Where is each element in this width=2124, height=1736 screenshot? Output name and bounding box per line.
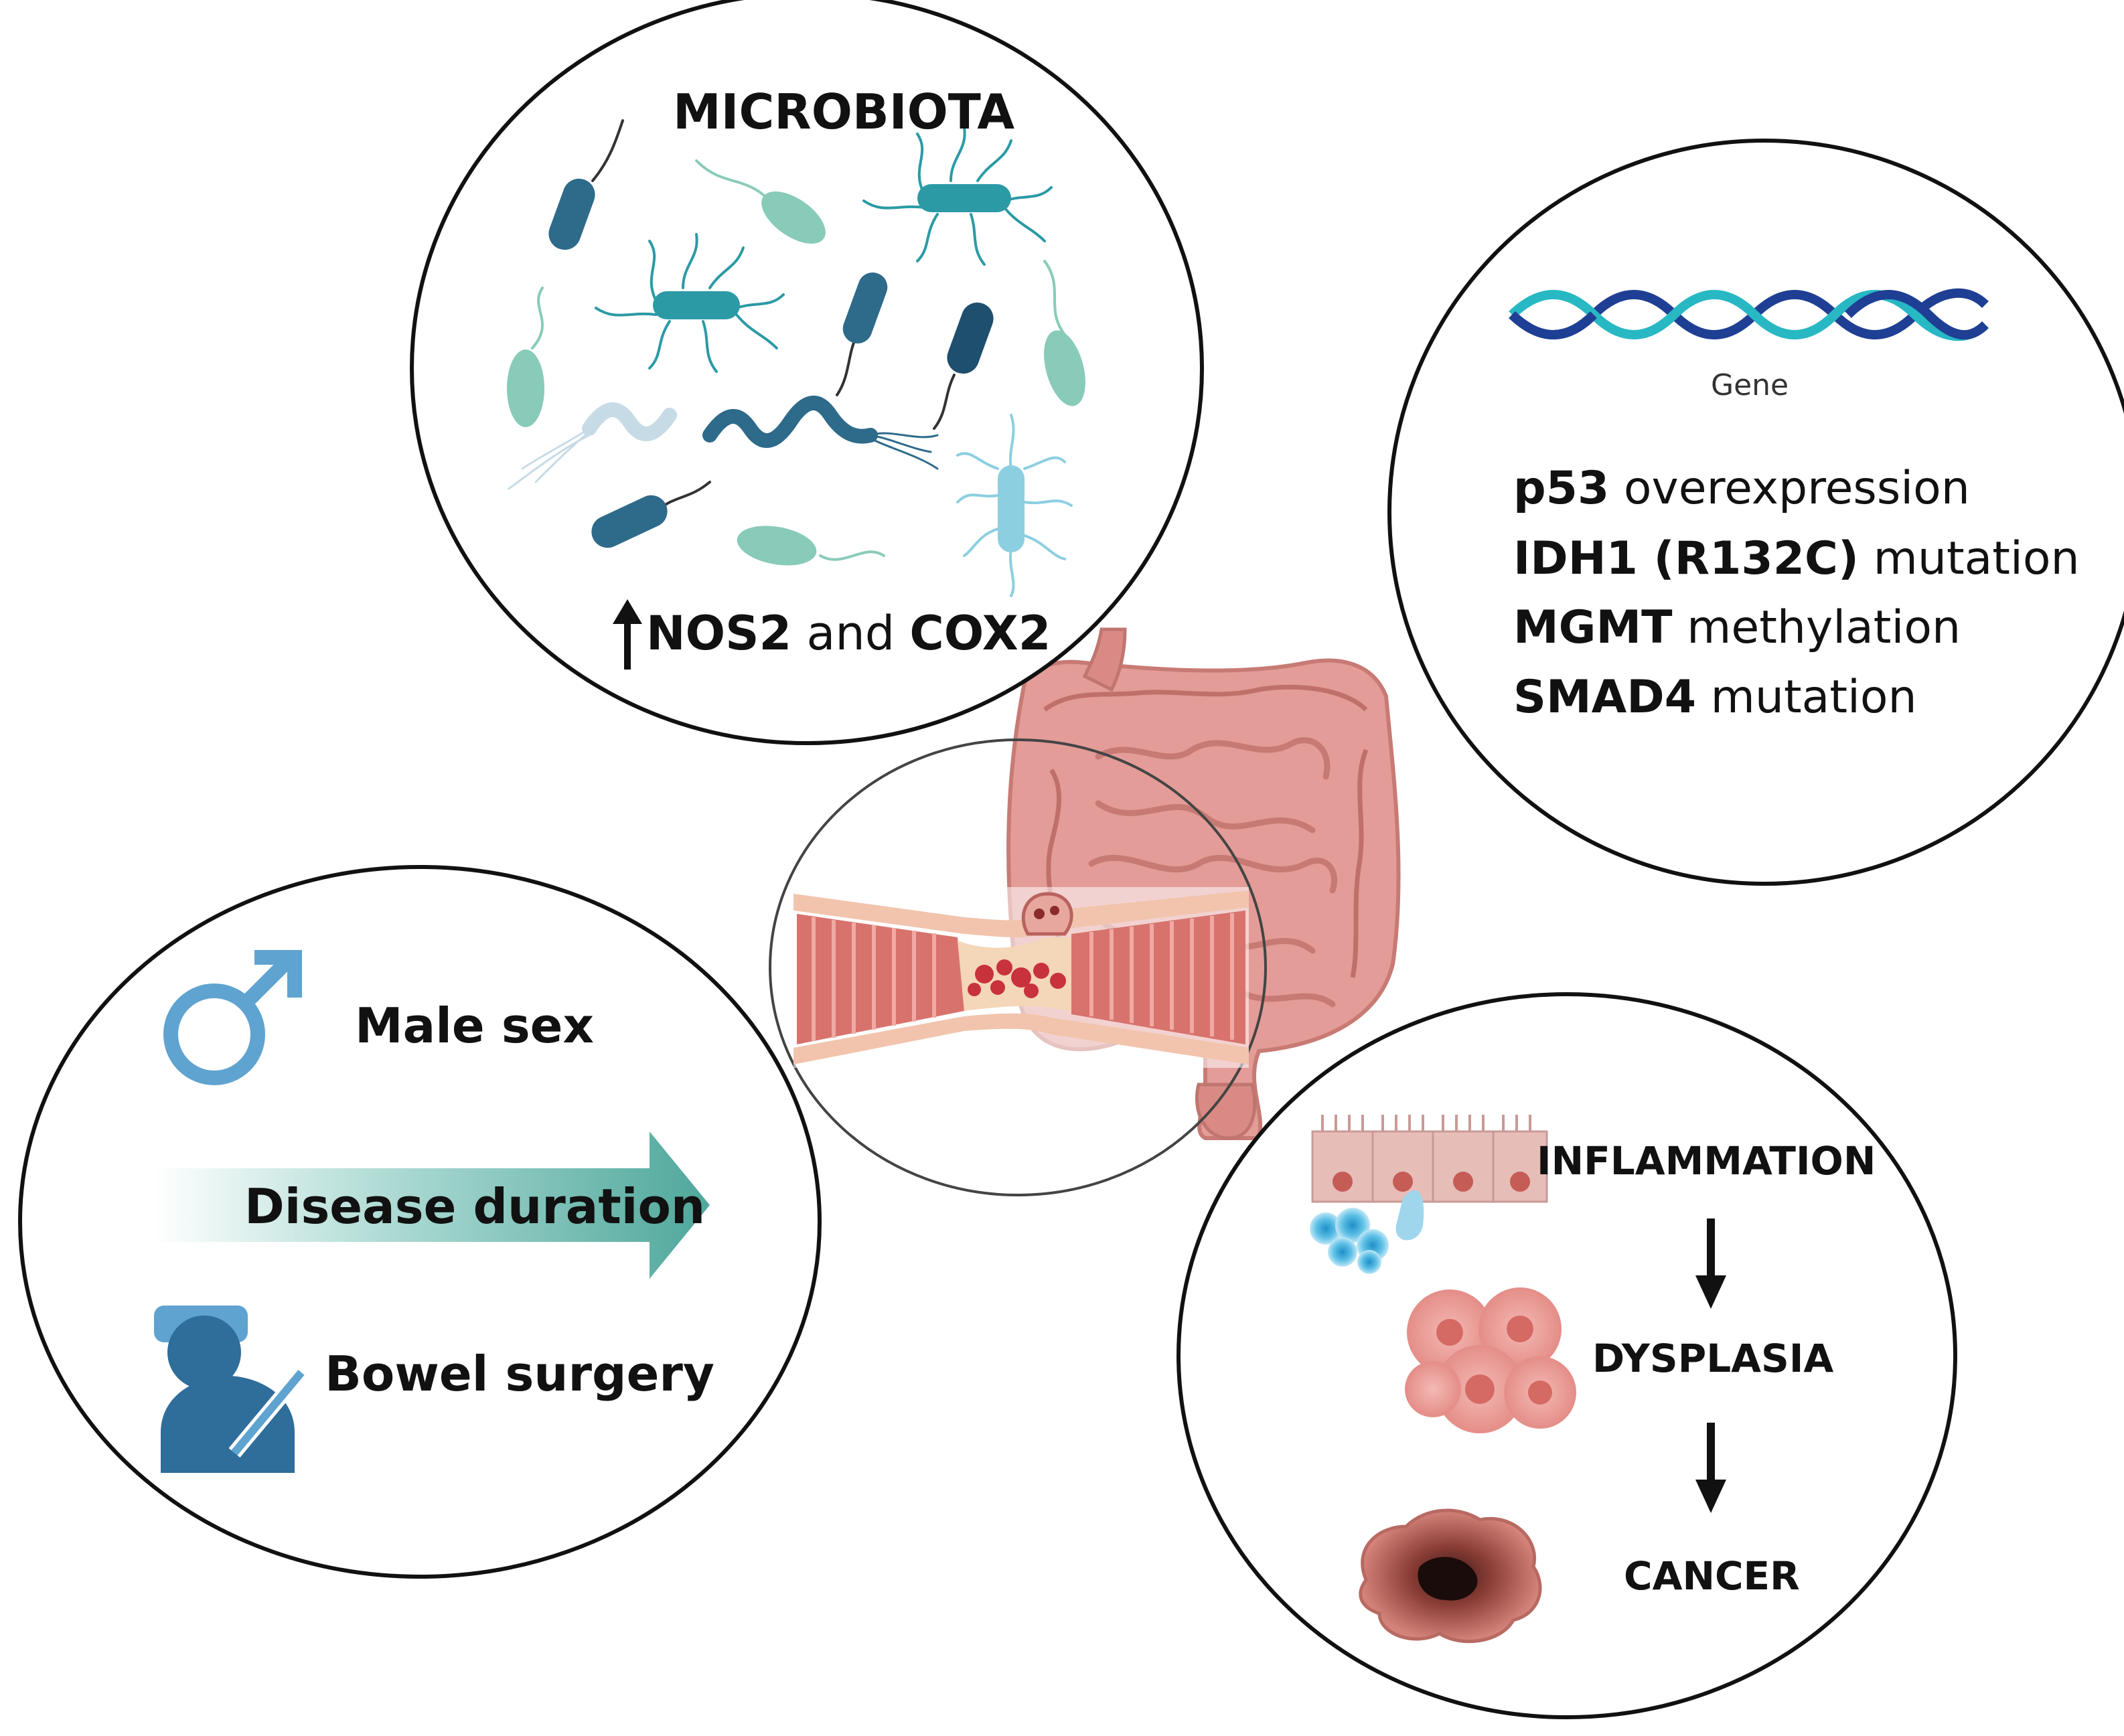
bacteria-cluster [507, 119, 1085, 597]
step-cancer: CANCER [1624, 1553, 1800, 1599]
microbiota-effect: NOS2 and COX2 [646, 606, 1051, 661]
tumor-icon [1359, 1508, 1542, 1644]
microbiota-circle [410, 0, 1204, 745]
dna-caption: Gene [1711, 368, 1789, 402]
up-arrow-icon [613, 599, 642, 669]
dna-icon [1509, 288, 1989, 341]
gene-line-idh1: IDH1 (R132C) mutation [1513, 532, 2080, 585]
gene-line-p53: p53 overexpression [1513, 462, 1970, 515]
surgeon-icon [154, 1306, 307, 1473]
gene-line-smad4: SMAD4 mutation [1513, 671, 1917, 724]
step-inflammation: INFLAMMATION [1537, 1138, 1876, 1184]
male-symbol-icon [163, 950, 302, 1085]
disease-duration-label: Disease duration [244, 1178, 706, 1235]
arrow-down-icon [1695, 1218, 1726, 1309]
step-dysplasia: DYSPLASIA [1592, 1336, 1834, 1381]
dysplasia-cells-icon [1405, 1287, 1576, 1433]
gene-line-mgmt: MGMT methylation [1513, 601, 1961, 654]
disease-duration-arrow [154, 1131, 710, 1279]
progression-circle [1177, 992, 1957, 1719]
arrow-down-icon [1695, 1423, 1726, 1513]
microbiota-title: MICROBIOTA [673, 84, 1015, 140]
inflamed-epithelium-icon [1310, 1115, 1548, 1274]
male-sex-label: Male sex [355, 998, 594, 1054]
and-label: and [791, 606, 910, 661]
bowel-surgery-label: Bowel surgery [325, 1346, 714, 1402]
nos2-label: NOS2 [646, 606, 792, 661]
cox2-label: COX2 [909, 606, 1051, 661]
colon-cross-section [793, 887, 1249, 1068]
cross-section-circle [769, 738, 1267, 1196]
